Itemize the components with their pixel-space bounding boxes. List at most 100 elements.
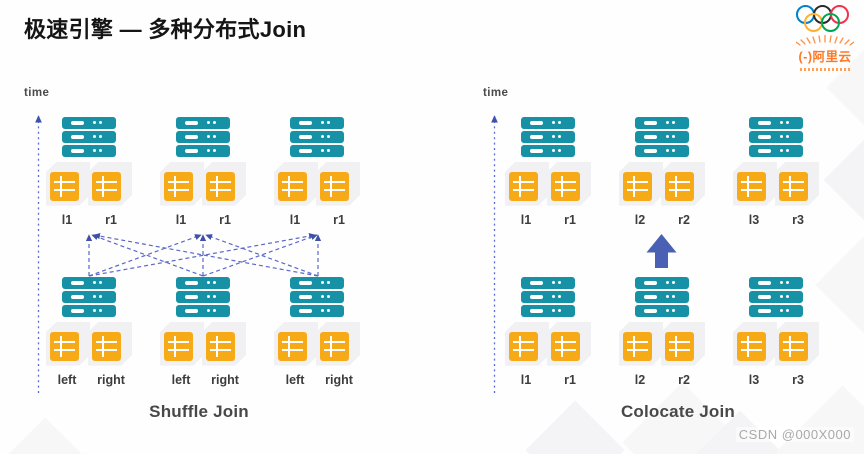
table-labels: l1 r1 bbox=[498, 213, 598, 227]
table-label: right bbox=[325, 372, 353, 387]
brand-block: (-)阿里云 bbox=[793, 5, 857, 71]
table-icon bbox=[274, 321, 318, 366]
table-icon bbox=[316, 321, 360, 366]
logo-rays-icon bbox=[796, 35, 854, 46]
table-icon bbox=[160, 161, 204, 206]
table-icon bbox=[775, 161, 819, 206]
table-icon bbox=[202, 321, 246, 366]
compute-node: l3 r3 bbox=[726, 277, 826, 387]
server-icon bbox=[635, 117, 689, 157]
compute-node: left right bbox=[153, 277, 253, 387]
server-icon bbox=[635, 277, 689, 317]
table-icon bbox=[316, 161, 360, 206]
table-label: right bbox=[211, 372, 239, 387]
page-title: 极速引擎 — 多种分布式Join bbox=[24, 17, 307, 42]
table-label: r2 bbox=[678, 372, 690, 387]
table-labels: left right bbox=[153, 373, 253, 387]
table-icon bbox=[46, 321, 90, 366]
table-pair bbox=[498, 161, 598, 206]
table-icon bbox=[46, 161, 90, 206]
table-label: l1 bbox=[289, 212, 301, 227]
time-axis-label: time bbox=[24, 87, 50, 99]
compute-node: l1 r1 bbox=[498, 277, 598, 387]
table-icon bbox=[88, 321, 132, 366]
table-label: r2 bbox=[678, 212, 690, 227]
compute-node: left right bbox=[267, 277, 367, 387]
server-icon bbox=[62, 117, 116, 157]
shuffle-bottom-row: left right left right bbox=[39, 277, 367, 387]
table-icon bbox=[619, 161, 663, 206]
table-label: l2 bbox=[634, 212, 646, 227]
colocate-up-arrow-icon bbox=[646, 234, 677, 268]
server-icon bbox=[290, 277, 344, 317]
table-label: l1 bbox=[520, 212, 532, 227]
table-label: r3 bbox=[792, 372, 804, 387]
table-pair bbox=[267, 161, 367, 206]
table-pair bbox=[153, 161, 253, 206]
table-labels: l3 r3 bbox=[726, 213, 826, 227]
shuffle-top-row: l1 r1 l1 r1 bbox=[39, 117, 367, 227]
table-label: r3 bbox=[792, 212, 804, 227]
table-label: l3 bbox=[748, 212, 760, 227]
table-pair bbox=[39, 321, 139, 366]
table-label: l2 bbox=[634, 372, 646, 387]
table-pair bbox=[153, 321, 253, 366]
table-icon bbox=[619, 321, 663, 366]
time-axis-label: time bbox=[483, 87, 509, 99]
table-icon bbox=[775, 321, 819, 366]
table-labels: l1 r1 bbox=[267, 213, 367, 227]
table-label: r1 bbox=[333, 212, 345, 227]
table-label: left bbox=[285, 372, 305, 387]
table-label: l3 bbox=[748, 372, 760, 387]
server-icon bbox=[176, 277, 230, 317]
server-icon bbox=[521, 277, 575, 317]
olympic-rings-icon bbox=[796, 5, 857, 34]
table-icon bbox=[202, 161, 246, 206]
table-icon bbox=[160, 321, 204, 366]
compute-node: l2 r2 bbox=[612, 117, 712, 227]
server-icon bbox=[290, 117, 344, 157]
colocate-top-row: l1 r1 l2 r2 bbox=[498, 117, 826, 227]
table-pair bbox=[726, 321, 826, 366]
table-label: l1 bbox=[520, 372, 532, 387]
csdn-watermark: CSDN @000X000 bbox=[735, 427, 854, 442]
table-label: right bbox=[97, 372, 125, 387]
server-icon bbox=[749, 117, 803, 157]
table-label: left bbox=[57, 372, 77, 387]
table-pair bbox=[726, 161, 826, 206]
table-label: left bbox=[171, 372, 191, 387]
table-pair bbox=[267, 321, 367, 366]
logo-slogan-microtext bbox=[800, 68, 850, 71]
shuffle-join-diagram: time l1 r1 bbox=[0, 80, 432, 454]
table-labels: l1 r1 bbox=[153, 213, 253, 227]
table-labels: l1 r1 bbox=[498, 373, 598, 387]
table-icon bbox=[505, 321, 549, 366]
colocate-bottom-row: l1 r1 l2 r2 bbox=[498, 277, 826, 387]
table-icon bbox=[88, 161, 132, 206]
compute-node: l1 r1 bbox=[153, 117, 253, 227]
server-icon bbox=[749, 277, 803, 317]
diagram-caption: Shuffle Join bbox=[149, 402, 249, 421]
table-label: r1 bbox=[564, 372, 576, 387]
server-icon bbox=[521, 117, 575, 157]
table-labels: left right bbox=[39, 373, 139, 387]
table-icon bbox=[661, 161, 705, 206]
compute-node: l3 r3 bbox=[726, 117, 826, 227]
compute-node: l1 r1 bbox=[498, 117, 598, 227]
table-labels: l1 r1 bbox=[39, 213, 139, 227]
colocate-join-diagram: time l1 r1 bbox=[459, 80, 864, 454]
table-icon bbox=[505, 161, 549, 206]
table-pair bbox=[498, 321, 598, 366]
table-label: r1 bbox=[105, 212, 117, 227]
server-icon bbox=[62, 277, 116, 317]
table-labels: l2 r2 bbox=[612, 213, 712, 227]
table-icon bbox=[274, 161, 318, 206]
table-pair bbox=[612, 161, 712, 206]
diagram-caption: Colocate Join bbox=[620, 402, 736, 421]
table-icon bbox=[733, 321, 777, 366]
compute-node: left right bbox=[39, 277, 139, 387]
table-labels: l3 r3 bbox=[726, 373, 826, 387]
compute-node: l1 r1 bbox=[267, 117, 367, 227]
